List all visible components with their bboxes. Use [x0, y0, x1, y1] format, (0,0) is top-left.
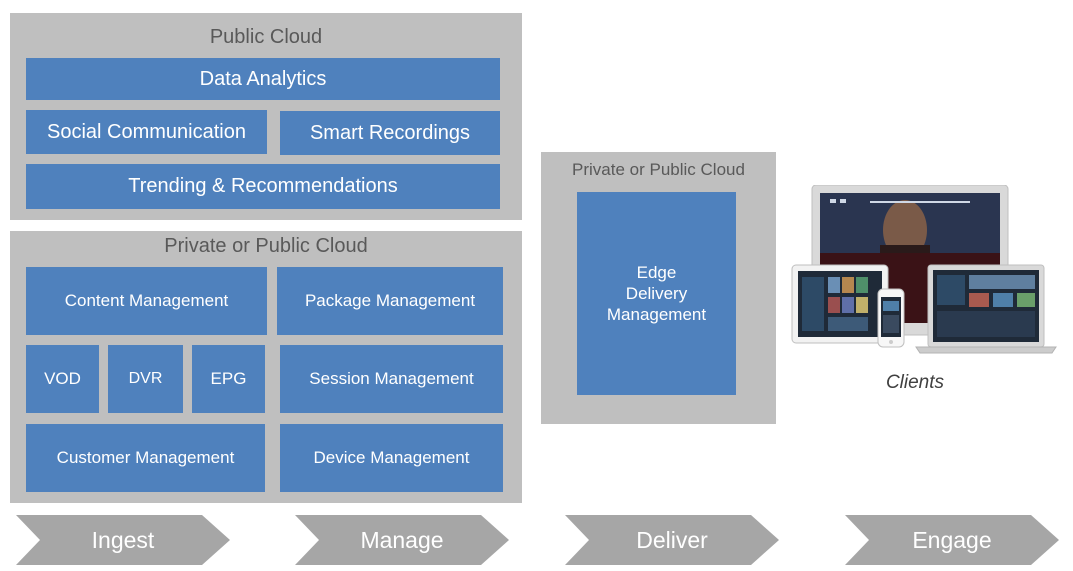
data-analytics-block: Data Analytics: [26, 58, 500, 100]
stage-deliver: Deliver: [565, 515, 779, 565]
edge-line-2: Delivery: [625, 283, 688, 303]
tablet-device: [791, 264, 889, 344]
package-management-block: Package Management: [277, 267, 503, 335]
public-cloud-panel: Public Cloud Data Analytics Social Commu…: [10, 13, 522, 220]
edge-line-1: Edge: [636, 262, 677, 282]
device-management-block: Device Management: [280, 424, 503, 492]
smart-recordings-block: Smart Recordings: [280, 111, 500, 155]
public-cloud-title: Public Cloud: [209, 26, 323, 48]
clients-label: Clients: [885, 372, 945, 393]
phone-device: [877, 288, 905, 348]
delivery-cloud-title: Private or Public Cloud: [572, 160, 745, 179]
private-cloud-title: Private or Public Cloud: [164, 235, 368, 257]
stage-ingest: Ingest: [16, 515, 230, 565]
content-management-block: Content Management: [26, 267, 267, 335]
epg-block: EPG: [192, 345, 265, 413]
dvr-block: DVR: [108, 345, 183, 413]
customer-management-block: Customer Management: [26, 424, 265, 492]
stage-manage: Manage: [295, 515, 509, 565]
social-communication-block: Social Communication: [26, 110, 267, 154]
laptop-device: [915, 264, 1057, 354]
stage-engage: Engage: [845, 515, 1059, 565]
client-devices-image: [791, 185, 1057, 354]
delivery-cloud-panel: Private or Public Cloud Edge Delivery Ma…: [541, 152, 776, 424]
session-management-block: Session Management: [280, 345, 503, 413]
edge-delivery-management-block: Edge Delivery Management: [577, 192, 736, 395]
vod-block: VOD: [26, 345, 99, 413]
trending-recommendations-block: Trending & Recommendations: [26, 164, 500, 209]
edge-line-3: Management: [606, 305, 707, 325]
private-cloud-panel: Private or Public Cloud Content Manageme…: [10, 231, 522, 503]
